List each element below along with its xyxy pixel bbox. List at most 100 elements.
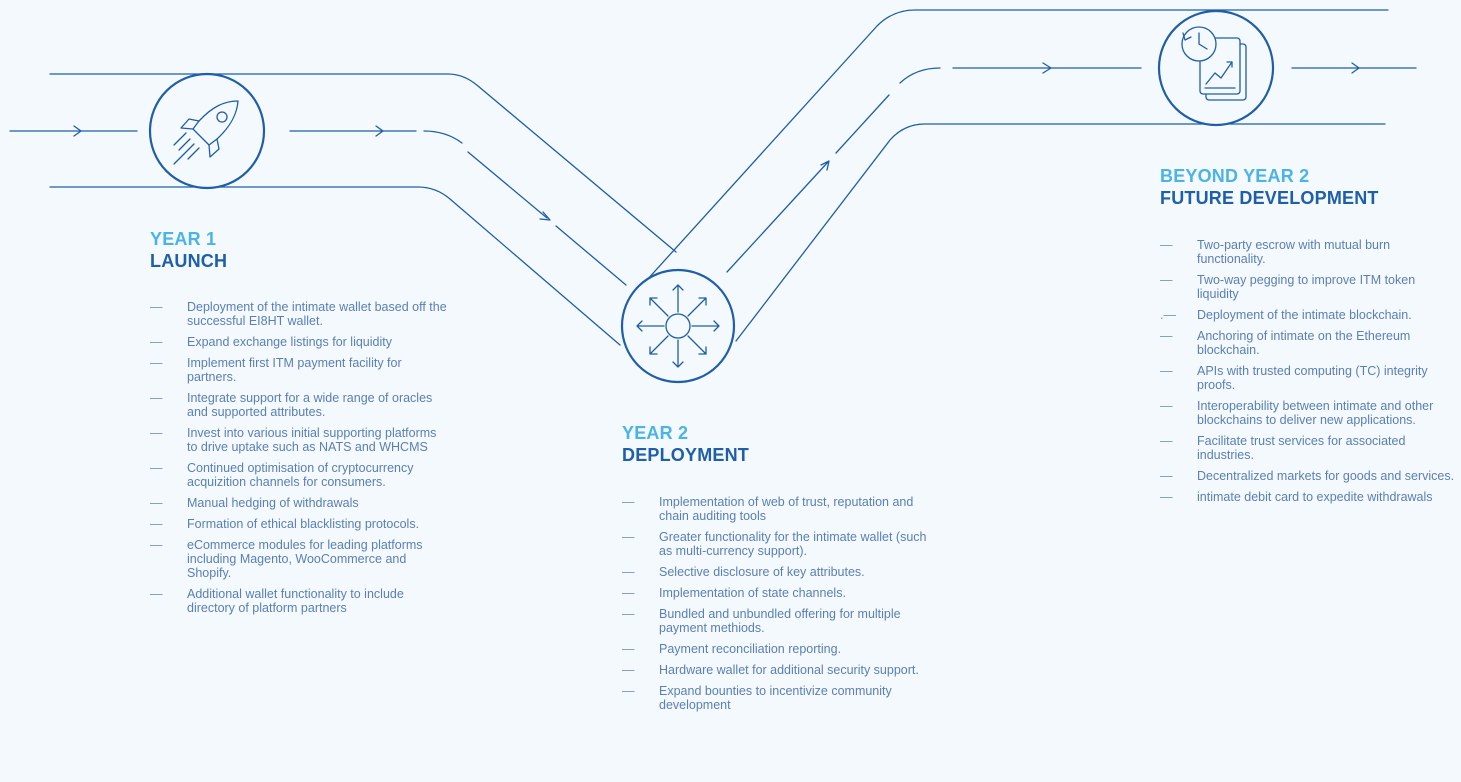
milestone-text: Deployment of the intimate blockchain. bbox=[1197, 308, 1412, 322]
milestone-text: Payment reconciliation reporting. bbox=[659, 642, 842, 656]
milestone-dash: — bbox=[150, 335, 163, 349]
flow-segment-into-hub bbox=[555, 225, 627, 286]
milestone-text: APIs with trusted computing (TC) integri… bbox=[1197, 364, 1428, 392]
arrow-up-icon bbox=[820, 160, 830, 171]
flow-segment-curve-right bbox=[899, 67, 941, 84]
milestone-text: Additional wallet functionality to inclu… bbox=[187, 587, 404, 615]
milestone-dash: — bbox=[150, 426, 163, 440]
milestone-text: Two-way pegging to improve ITM token liq… bbox=[1197, 273, 1416, 301]
milestone-item: — Deployment of the intimate wallet based… bbox=[150, 300, 450, 328]
track-line-bottom bbox=[49, 186, 621, 346]
milestone-item: — Selective disclosure of key attributes. bbox=[622, 565, 942, 579]
milestone-dash: — bbox=[150, 300, 163, 314]
stage-phase-title: DEPLOYMENT bbox=[622, 445, 750, 465]
milestone-text: Two-party escrow with mutual burn functi… bbox=[1197, 238, 1391, 266]
milestone-item: —APIs with trusted computing (TC) integr… bbox=[1160, 364, 1460, 392]
milestone-text: eCommerce modules for leading platforms … bbox=[187, 538, 423, 580]
arrow-exit-icon bbox=[1351, 62, 1360, 74]
milestone-item: .— Deployment of the intimate blockchain. bbox=[1160, 308, 1460, 322]
milestone-item: —Decentralized markets for goods and ser… bbox=[1160, 469, 1460, 483]
launch-node bbox=[148, 72, 266, 190]
milestone-item: —Expand exchange listings for liquidity bbox=[150, 335, 450, 349]
milestone-dash: — bbox=[1160, 434, 1173, 448]
track-line-right-lower bbox=[735, 123, 1386, 342]
track-line-right-upper bbox=[626, 9, 1389, 303]
milestone-text: Interoperability between intimate and ot… bbox=[1197, 399, 1434, 427]
flow-segment-curve bbox=[423, 130, 463, 144]
milestone-item: — Bundled and unbundled offering for mult… bbox=[622, 607, 942, 635]
arrow-mid-right-icon bbox=[1042, 62, 1052, 74]
milestone-text: Greater functionality for the intimate w… bbox=[659, 530, 927, 558]
milestone-dash: — bbox=[150, 461, 163, 475]
milestone-list: —Implementation of web of trust, reputat… bbox=[622, 495, 942, 719]
milestone-text: Invest into various initial supporting p… bbox=[187, 426, 437, 454]
milestone-item: — Continued optimisation of cryptocurrenc… bbox=[150, 461, 450, 489]
milestone-item: — Interoperability between intimate and o… bbox=[1160, 399, 1460, 427]
milestone-dash: — bbox=[622, 565, 635, 579]
track-line-top bbox=[49, 73, 677, 253]
milestone-text: Continued optimisation of cryptocurrency… bbox=[187, 461, 414, 489]
milestone-text: Integrate support for a wide range of or… bbox=[187, 391, 433, 419]
milestone-text: Hardware wallet for additional security … bbox=[659, 663, 919, 677]
milestone-dash: — bbox=[150, 496, 163, 510]
milestone-dash: — bbox=[622, 586, 635, 600]
arrow-entry-icon bbox=[73, 125, 82, 137]
milestone-text: Selective disclosure of key attributes. bbox=[659, 565, 865, 579]
milestone-dash: — bbox=[622, 607, 635, 621]
milestone-item: — Payment reconciliation reporting. bbox=[622, 642, 942, 656]
milestone-item: — intimate debit card to expedite withdra… bbox=[1160, 490, 1460, 504]
milestone-dash: — bbox=[1160, 399, 1173, 413]
milestone-dash: .— bbox=[1160, 308, 1176, 322]
clock-chart-documents-icon bbox=[1181, 26, 1247, 101]
milestone-dash: — bbox=[1160, 490, 1173, 504]
arrow-down-icon bbox=[539, 211, 551, 221]
milestone-item: — Implementation of state channels. bbox=[622, 586, 942, 600]
milestone-list: — Two-party escrow with mutual burn funct… bbox=[1160, 238, 1460, 511]
flow-segment-diagonal bbox=[467, 151, 548, 219]
milestone-text: Decentralized markets for goods and serv… bbox=[1197, 469, 1455, 483]
milestone-item: — Two-way pegging to improve ITM token li… bbox=[1160, 273, 1460, 301]
milestone-text: Expand bounties to incentivize community… bbox=[659, 684, 892, 712]
milestone-item: — Implement first ITM payment facility fo… bbox=[150, 356, 450, 384]
milestone-dash: — bbox=[622, 495, 635, 509]
milestone-dash: — bbox=[1160, 329, 1173, 343]
milestone-list: — Deployment of the intimate wallet based… bbox=[150, 300, 450, 622]
stage-phase-title: FUTURE DEVELOPMENT bbox=[1160, 188, 1379, 208]
milestone-text: Implementation of state channels. bbox=[659, 586, 846, 600]
rocket-icon bbox=[173, 100, 239, 165]
milestone-item: — Expand bounties to incentivize communit… bbox=[622, 684, 942, 712]
milestone-item: — Anchoring of intimate on the Ethereum b… bbox=[1160, 329, 1460, 357]
milestone-dash: — bbox=[150, 538, 163, 552]
milestone-item: — Greater functionality for the intimate … bbox=[622, 530, 942, 558]
stage-year-label: YEAR 2 bbox=[622, 423, 689, 443]
milestone-item: —Manual hedging of withdrawals bbox=[150, 496, 450, 510]
milestone-text: Implement first ITM payment facility for… bbox=[187, 356, 402, 384]
milestone-dash: — bbox=[1160, 273, 1173, 287]
milestone-item: — Hardware wallet for additional security… bbox=[622, 663, 942, 677]
milestone-item: — eCommerce modules for leading platforms… bbox=[150, 538, 450, 580]
milestone-item: —Formation of ethical blacklisting proto… bbox=[150, 517, 450, 531]
stage-year-label: BEYOND YEAR 2 bbox=[1160, 166, 1310, 186]
milestone-text: Bundled and unbundled offering for multi… bbox=[659, 607, 901, 635]
milestone-item: —Additional wallet functionality to incl… bbox=[150, 587, 450, 615]
stage-beyond-year-2: BEYOND YEAR 2 FUTURE DEVELOPMENT — Two-pa… bbox=[1160, 165, 1460, 504]
milestone-dash: — bbox=[622, 663, 635, 677]
milestone-item: — Invest into various initial supporting … bbox=[150, 426, 450, 454]
milestone-dash: — bbox=[622, 684, 635, 698]
milestone-item: —Integrate support for a wide range of o… bbox=[150, 391, 450, 419]
milestone-text: Anchoring of intimate on the Ethereum bl… bbox=[1197, 329, 1411, 357]
milestone-text: Deployment of the intimate wallet based … bbox=[187, 300, 447, 328]
stage-year-1: YEAR 1 LAUNCH — Deployment of the intimat… bbox=[150, 228, 460, 615]
stage-year-label: YEAR 1 bbox=[150, 229, 217, 249]
milestone-text: Facilitate trust services for associated… bbox=[1197, 434, 1406, 462]
milestone-text: intimate debit card to expedite withdraw… bbox=[1197, 490, 1433, 504]
stage-phase-title: LAUNCH bbox=[150, 251, 228, 271]
milestone-dash: — bbox=[150, 356, 163, 370]
milestone-dash: — bbox=[622, 642, 635, 656]
milestone-dash: — bbox=[622, 530, 635, 544]
milestone-item: — Facilitate trust services for associate… bbox=[1160, 434, 1460, 462]
network-hub-icon bbox=[636, 284, 720, 368]
flow-line-out-hub bbox=[726, 161, 829, 273]
milestone-dash: — bbox=[150, 517, 163, 531]
